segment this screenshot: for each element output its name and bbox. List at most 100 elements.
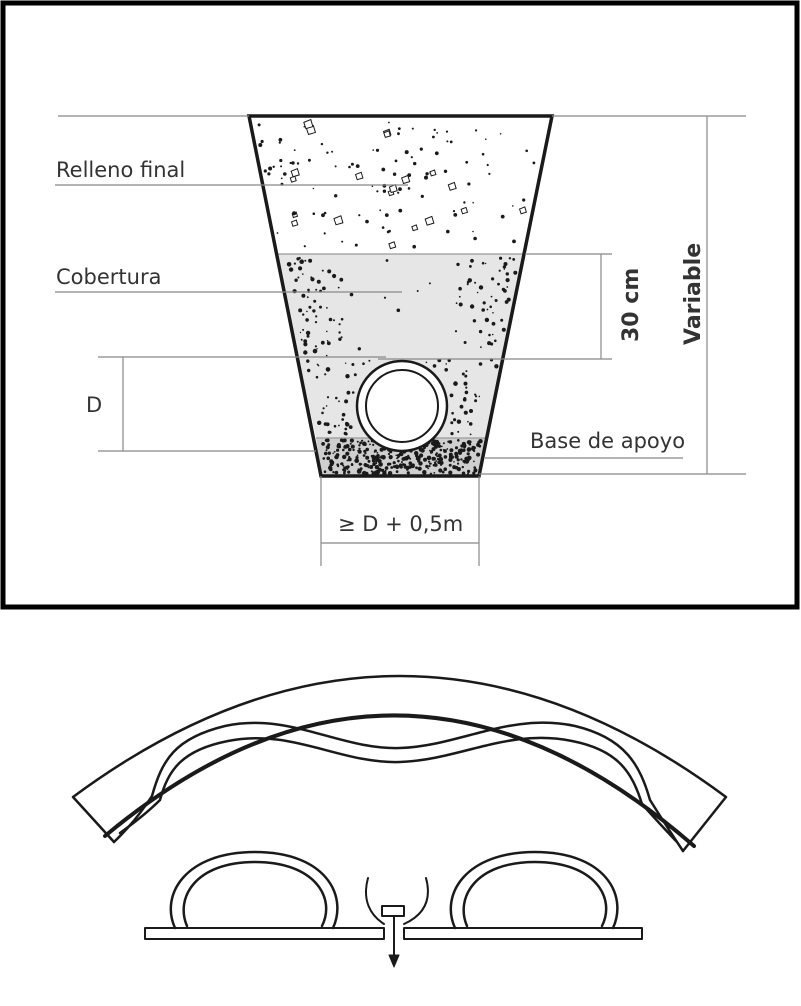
base-gravel-dot	[453, 465, 455, 467]
base-gravel-dot	[427, 467, 430, 470]
gravel-dot	[283, 172, 287, 176]
sand-dot	[294, 278, 298, 282]
base-gravel-dot	[367, 466, 370, 469]
gravel-dot	[420, 194, 424, 198]
gravel-dot	[463, 201, 466, 204]
base-gravel-dot	[342, 448, 345, 452]
sand-dot	[469, 409, 473, 413]
base-gravel-dot	[329, 459, 334, 464]
gravel-dot	[398, 208, 403, 213]
base-gravel-dot	[324, 438, 328, 442]
gravel-dot	[388, 121, 390, 124]
pebble	[518, 206, 527, 215]
base-gravel-dot	[467, 472, 469, 475]
gravel-dot	[323, 232, 326, 235]
right-rib-outer	[449, 850, 619, 930]
sand-dot	[327, 430, 331, 434]
sand-dot	[338, 323, 341, 326]
base-gravel-dot	[411, 463, 415, 468]
pipe-inner-wall	[103, 713, 696, 848]
sand-dot	[322, 286, 326, 291]
sand-dot	[463, 397, 467, 400]
dimension-lines	[55, 115, 746, 566]
base-gravel-dot	[476, 442, 481, 447]
gravel-dot	[292, 211, 297, 216]
gravel-dot	[372, 149, 375, 151]
sand-dot	[472, 319, 477, 323]
base-gravel-dot	[466, 452, 470, 456]
base-gravel-dot	[428, 462, 431, 465]
sand-dot	[303, 350, 308, 355]
sand-dot	[455, 302, 458, 305]
base-gravel-dot	[405, 465, 410, 470]
base-gravel-dot	[400, 461, 403, 463]
sand-dot	[302, 328, 305, 331]
sand-dot	[316, 348, 318, 350]
sand-dot	[478, 362, 483, 366]
sand-dot	[340, 336, 343, 339]
base-gravel-dot	[438, 468, 443, 473]
base-gravel-dot	[336, 464, 340, 468]
base-gravel-dot	[349, 442, 352, 445]
base-gravel-dot	[446, 448, 449, 450]
sand-dot	[349, 292, 354, 297]
sand-dot	[303, 342, 308, 347]
base-gravel-dot	[390, 466, 394, 469]
base-gravel-dot	[328, 465, 333, 471]
sand-dot	[501, 287, 506, 292]
sand-dot	[299, 259, 305, 265]
sand-dot	[326, 330, 328, 333]
gravel-dot	[381, 226, 385, 229]
sand-dot	[326, 340, 329, 342]
base-gravel-dot	[429, 449, 431, 452]
gravel-dot	[525, 149, 528, 153]
sand-dot	[357, 347, 361, 351]
sand-dot	[332, 273, 337, 279]
sand-dot	[317, 420, 322, 425]
gravel-dot	[499, 133, 502, 135]
base-gravel-dot	[401, 457, 406, 461]
sand-dot	[500, 318, 504, 322]
sand-dot	[503, 268, 505, 270]
base-gravel-dot	[442, 449, 445, 451]
drain-arrow-head	[388, 954, 400, 968]
gravel-dot	[272, 165, 275, 168]
sand-dot	[362, 362, 365, 366]
sand-dot	[322, 407, 325, 410]
gravel-dot	[257, 123, 261, 127]
base-gravel-dot	[454, 454, 459, 459]
base-gravel-dot	[437, 444, 442, 448]
sand-dot	[453, 418, 457, 422]
sand-dot	[458, 295, 461, 298]
base-gravel-dot	[437, 453, 442, 458]
gravel-dot	[407, 187, 411, 190]
base-gravel-dot	[358, 468, 362, 472]
sand-dot	[499, 256, 503, 260]
sand-dot	[302, 313, 305, 316]
sand-dot	[338, 424, 340, 427]
gravel-dot	[412, 244, 417, 249]
sand-dot	[492, 312, 494, 314]
base-gravel-dot	[356, 454, 359, 457]
sand-dot	[484, 262, 487, 265]
base-gravel-dot	[342, 468, 345, 472]
sand-dot	[306, 296, 309, 299]
gravel-dot	[326, 151, 329, 154]
base-gravel-dot	[323, 470, 327, 474]
sand-dot	[306, 310, 308, 313]
gravel-dot	[485, 138, 487, 140]
corrugated-pipe-section	[71, 674, 728, 968]
gravel-dot	[307, 158, 311, 162]
base-gravel-dot	[472, 471, 476, 475]
drain-arc-right	[403, 877, 429, 925]
gravel-dot	[334, 194, 338, 198]
base-gravel-dot	[428, 465, 431, 468]
base-gravel-dot	[453, 461, 455, 463]
gravel-dot	[381, 167, 386, 172]
sand-dot	[317, 364, 320, 367]
sand-dot	[385, 259, 389, 262]
pebble	[383, 130, 392, 139]
base-gravel-dot	[435, 460, 438, 462]
gravel-dot	[397, 127, 401, 130]
base-gravel-dot	[443, 449, 447, 453]
